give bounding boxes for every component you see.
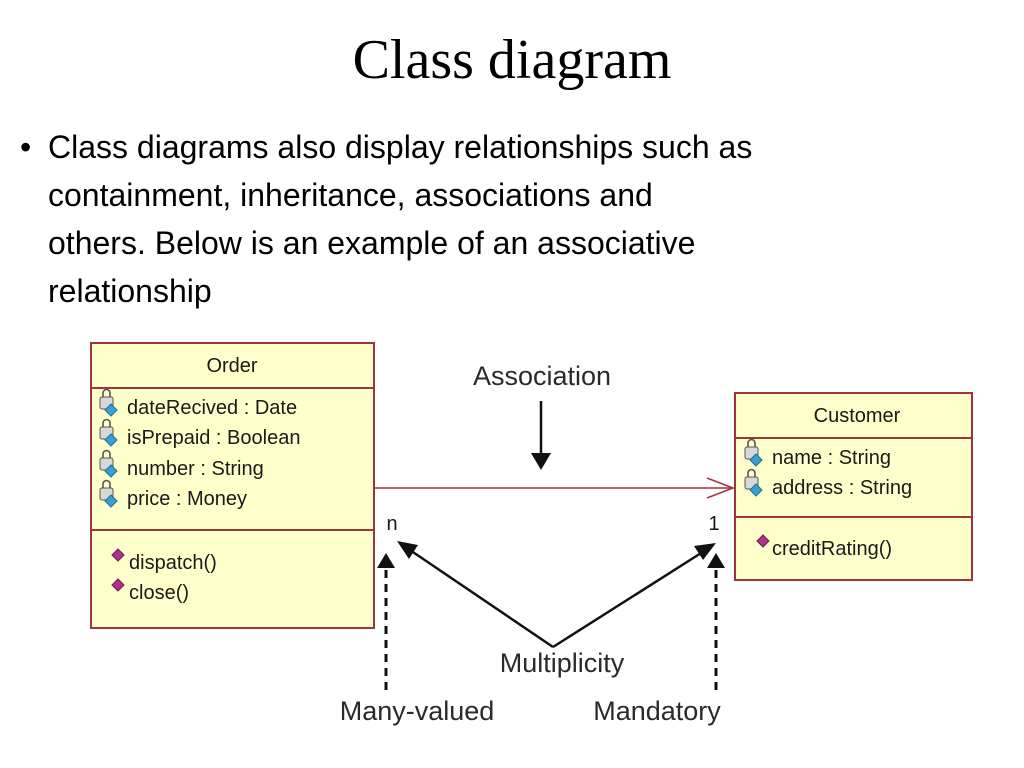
arrow-head-icon [397, 541, 418, 559]
mandatory-callout-label: Mandatory [593, 696, 721, 726]
bullet-line: containment, inheritance, associations a… [48, 177, 653, 213]
multiplicity-arrow-right [552, 546, 710, 649]
multiplicity-arrow-left [403, 544, 554, 649]
bullet-line: others. Below is an example of an associ… [48, 225, 696, 261]
bullet-marker: • [20, 129, 32, 165]
association-callout-label: Association [473, 361, 611, 391]
multiplicity-n-label: n [386, 513, 397, 535]
class-customer-name: Customer [814, 405, 901, 427]
class-order-attribute: dateRecived : Date [127, 397, 297, 419]
arrow-up-icon [707, 553, 725, 568]
bullet-line: relationship [48, 273, 212, 309]
association-edge[interactable] [374, 477, 736, 499]
many-valued-callout-label: Many-valued [340, 696, 495, 726]
bullet-text: Class diagrams also display relationship… [48, 123, 948, 315]
multiplicity-1-label: 1 [708, 513, 719, 535]
class-order-operation: close() [129, 582, 189, 604]
association-arrowhead-icon [706, 477, 736, 499]
class-order[interactable]: Order dateRecived : Date isPrepaid : Boo… [90, 342, 375, 629]
class-order-name: Order [206, 355, 257, 377]
class-order-box [90, 342, 375, 629]
class-customer-box [734, 392, 973, 581]
class-order-operation: dispatch() [129, 552, 217, 574]
class-customer-operation: creditRating() [772, 538, 892, 560]
arrow-up-icon [377, 553, 395, 568]
multiplicity-callout-label: Multiplicity [500, 648, 625, 678]
slide-title: Class diagram [352, 29, 672, 91]
class-customer[interactable]: Customer name : String address : String … [734, 392, 973, 581]
class-customer-attribute: address : String [772, 477, 912, 499]
arrow-down-icon [531, 453, 551, 470]
arrow-head-icon [694, 543, 716, 560]
class-order-attribute: number : String [127, 458, 264, 480]
class-order-attribute: isPrepaid : Boolean [127, 427, 300, 449]
class-customer-attribute: name : String [772, 447, 891, 469]
bullet-line: Class diagrams also display relationship… [48, 129, 753, 165]
class-order-attribute: price : Money [127, 488, 247, 510]
